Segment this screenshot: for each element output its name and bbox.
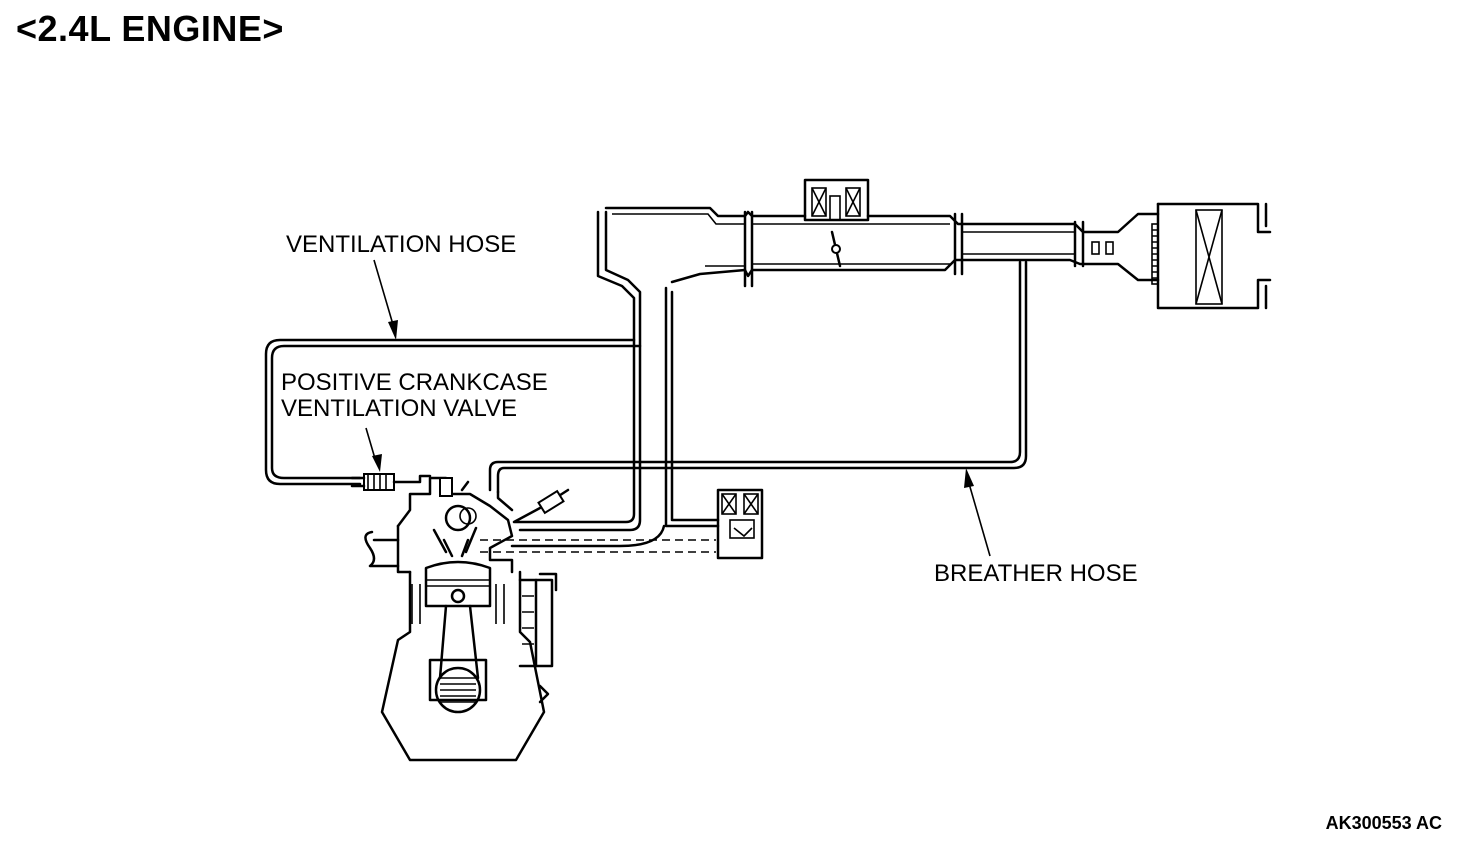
breather-hose: [488, 260, 1028, 528]
pcv-valve: [350, 473, 432, 491]
solenoid-valve: [716, 488, 764, 560]
engine-block: [364, 476, 716, 762]
intake-duct: [604, 206, 1160, 288]
breather-hose-label: BREATHER HOSE: [934, 560, 1138, 587]
leader-lines: [365, 259, 991, 557]
ventilation-hose: [264, 210, 642, 532]
air-cleaner: [1151, 202, 1272, 310]
throttle-body: [803, 178, 870, 268]
pcv-valve-label-line1: POSITIVE CRANKCASE: [281, 369, 548, 396]
figure-id: AK300553 AC: [1325, 813, 1442, 833]
page-title: <2.4L ENGINE>: [16, 8, 284, 49]
ventilation-hose-label: VENTILATION HOSE: [286, 231, 517, 258]
pcv-valve-label-line2: VENTILATION VALVE: [281, 395, 518, 422]
